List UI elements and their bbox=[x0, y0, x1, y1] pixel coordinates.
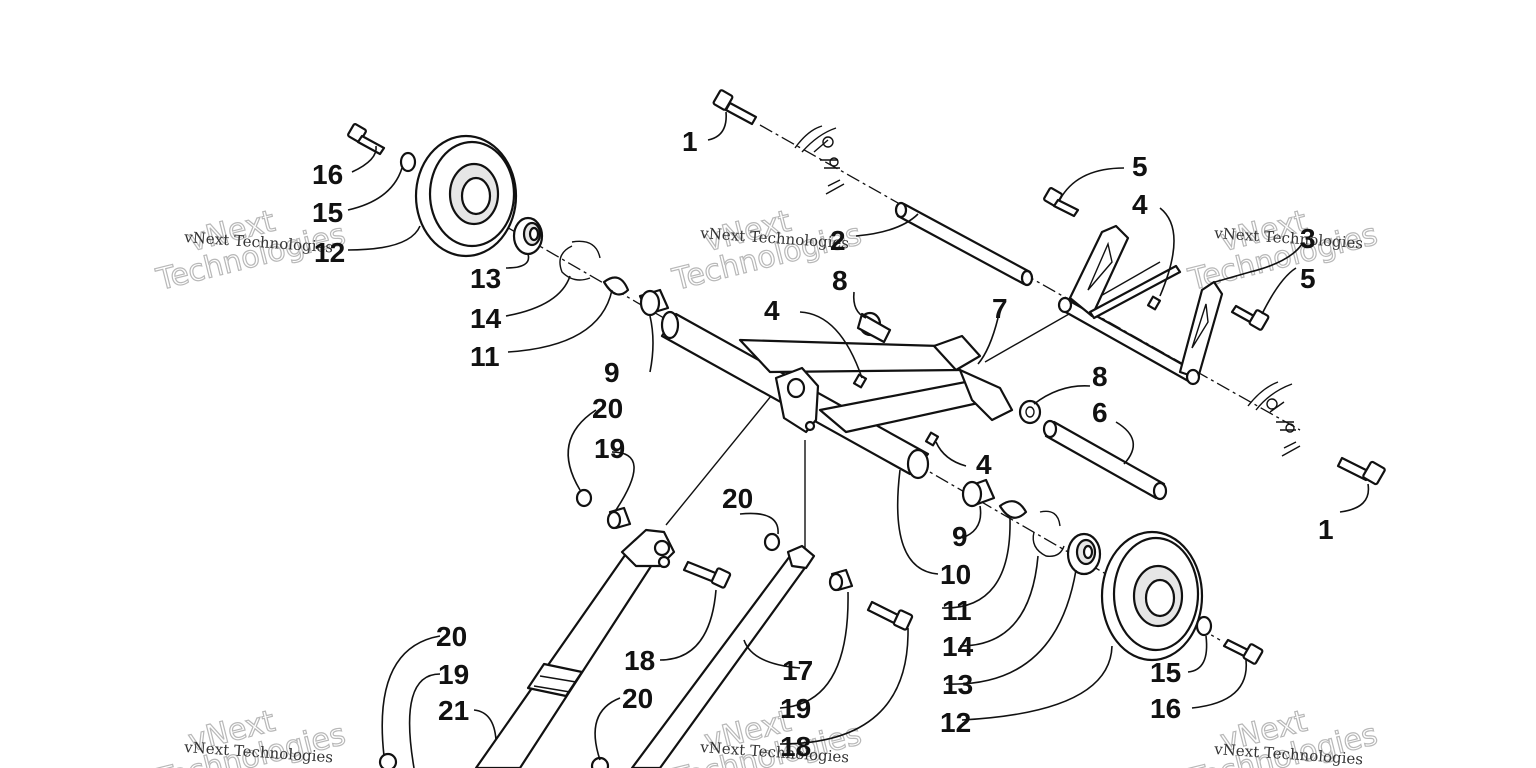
clip-14-lower bbox=[1032, 510, 1065, 557]
callout-21: 21 bbox=[438, 695, 469, 726]
callout-11: 11 bbox=[942, 595, 972, 626]
spacer-9-upper bbox=[638, 288, 670, 317]
callout-13: 13 bbox=[942, 669, 973, 700]
callout-18: 18 bbox=[780, 731, 811, 762]
callout-9: 9 bbox=[952, 521, 968, 552]
nut-20-mid bbox=[763, 532, 781, 552]
callout-19: 19 bbox=[438, 659, 469, 690]
shaft-6 bbox=[1042, 419, 1168, 501]
callout-17: 17 bbox=[782, 655, 813, 686]
callout-4: 4 bbox=[764, 295, 780, 326]
callout-6: 6 bbox=[1092, 397, 1108, 428]
shock-absorber-21 bbox=[474, 528, 676, 768]
callout-5: 5 bbox=[1300, 263, 1316, 294]
rear-arm-bracket-3 bbox=[1057, 224, 1224, 386]
watermark-group: vNext Technologies vNext Technologies vN… bbox=[152, 203, 1382, 768]
callout-19: 19 bbox=[780, 693, 811, 724]
spacer-9-lower bbox=[961, 478, 996, 508]
bolt-16-lower bbox=[1222, 638, 1264, 665]
frame-break-marks bbox=[794, 125, 1301, 457]
callout-8: 8 bbox=[832, 265, 848, 296]
callout-14: 14 bbox=[942, 631, 974, 662]
spacer-19-mid bbox=[828, 568, 854, 592]
callout-10: 10 bbox=[940, 559, 971, 590]
callout-12: 12 bbox=[314, 237, 345, 268]
bushing-8-upper bbox=[856, 311, 892, 344]
washer-15-lower bbox=[1195, 615, 1213, 637]
clip-14-upper bbox=[559, 240, 601, 281]
callout-20: 20 bbox=[622, 683, 653, 714]
callout-9: 9 bbox=[604, 357, 620, 388]
clip-11-upper bbox=[602, 276, 630, 296]
callout-4: 4 bbox=[1132, 189, 1148, 220]
callout-13: 13 bbox=[470, 263, 501, 294]
bolt-18-left bbox=[682, 560, 732, 589]
callout-5: 5 bbox=[1132, 151, 1148, 182]
idler-wheel-12-lower bbox=[1100, 530, 1204, 662]
callout-11: 11 bbox=[470, 341, 500, 372]
callout-16: 16 bbox=[312, 159, 343, 190]
idler-wheel-12-upper bbox=[414, 134, 518, 258]
callout-15: 15 bbox=[312, 197, 343, 228]
callout-20: 20 bbox=[436, 621, 467, 652]
callout-20: 20 bbox=[592, 393, 623, 424]
bolt-16-upper bbox=[347, 123, 386, 156]
bushing-8-lower bbox=[1018, 399, 1042, 425]
washer-15-upper bbox=[399, 151, 417, 173]
link-rod-17 bbox=[630, 544, 816, 768]
callout-19: 19 bbox=[594, 433, 625, 464]
leader-lines bbox=[347, 111, 1370, 768]
callout-18: 18 bbox=[624, 645, 655, 676]
callout-labels: 1 1 2 3 4 4 4 5 5 6 7 8 8 9 9 10 11 11 1… bbox=[312, 126, 1334, 762]
callout-2: 2 bbox=[830, 225, 846, 256]
callout-1: 1 bbox=[1318, 514, 1334, 545]
front-arm-7 bbox=[660, 310, 1014, 480]
clip-11-lower bbox=[998, 500, 1028, 519]
nut-20-left bbox=[575, 488, 593, 508]
bolt-18-right bbox=[866, 600, 914, 631]
callout-4: 4 bbox=[976, 449, 992, 480]
bolt-5-left bbox=[1043, 187, 1080, 218]
bolt-1-upper bbox=[712, 89, 758, 126]
spacer-19-left bbox=[606, 506, 632, 530]
callout-3: 3 bbox=[1300, 223, 1316, 254]
bearing-13-lower bbox=[1066, 532, 1102, 576]
callout-14: 14 bbox=[470, 303, 502, 334]
callout-12: 12 bbox=[940, 707, 971, 738]
shaft-2 bbox=[894, 201, 1034, 287]
callout-1: 1 bbox=[682, 126, 698, 157]
callout-8: 8 bbox=[1092, 361, 1108, 392]
callout-20: 20 bbox=[722, 483, 753, 514]
callout-15: 15 bbox=[1150, 657, 1181, 688]
callout-16: 16 bbox=[1150, 693, 1181, 724]
callout-7: 7 bbox=[992, 293, 1008, 324]
bolt-1-lower bbox=[1336, 456, 1386, 486]
bearing-13-upper bbox=[512, 216, 544, 256]
grease-fittings-4 bbox=[852, 295, 1162, 447]
